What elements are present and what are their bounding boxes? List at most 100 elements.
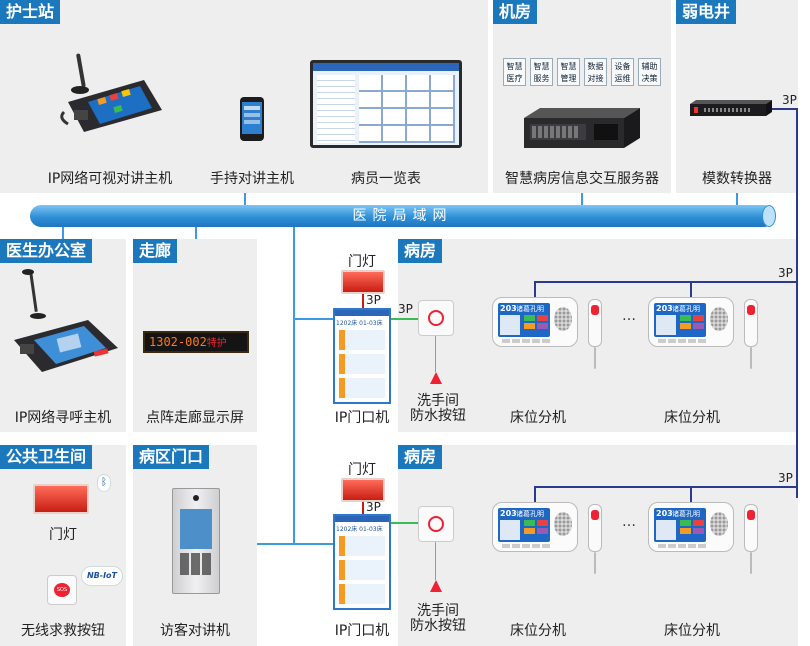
section-title-doctor-office: 医生办公室 (0, 239, 93, 263)
panel-machine-room (493, 0, 671, 193)
corridor-display-device: 1302-002特护 (143, 331, 249, 353)
link-converter (736, 193, 738, 205)
converter-device (690, 100, 772, 116)
patient-board-device (310, 60, 462, 148)
link-door-unit-2 (293, 543, 333, 545)
server-module-chip: 数据 对接 (584, 58, 607, 86)
wire-3p-button-1: 3P (398, 302, 413, 316)
door-light-label-2: 门灯 (348, 462, 376, 478)
bed-terminal-label-2b: 床位分机 (664, 623, 720, 639)
analog-drop-bed-2b (690, 486, 692, 502)
lan-label: 医院局域网 (352, 208, 453, 224)
converter-label: 模数转换器 (702, 171, 772, 187)
sos-button: SOS (54, 583, 70, 597)
link-nurse-station (244, 193, 246, 205)
ip-call-host-device (14, 269, 118, 372)
section-title-public-toilet: 公共卫生间 (0, 445, 93, 469)
bed-number: 203 (500, 304, 517, 313)
ip-door-label-1: IP门口机 (334, 410, 390, 426)
server-module-chip: 智慧 管理 (557, 58, 580, 86)
link-ward-gate (257, 543, 293, 545)
door-light-wire-2 (362, 502, 364, 514)
wireless-sos-device: SOS (47, 575, 77, 605)
link-main-trunk (293, 227, 295, 543)
bed-number: 203 (656, 304, 673, 313)
wire-3p-door-light-2: 3P (366, 500, 381, 514)
public-door-light-label: 门灯 (49, 527, 77, 543)
pull-cord-handle-1 (430, 372, 442, 384)
pull-cord-2 (435, 542, 436, 580)
analog-link-ward-2 (534, 486, 797, 488)
wire-3p-ward-1: 3P (778, 266, 793, 280)
section-title-nurse-station: 护士站 (0, 0, 61, 24)
bed-terminal-label-1a: 床位分机 (510, 410, 566, 426)
ip-video-host-label: IP网络可视对讲主机 (47, 171, 173, 187)
analog-drop-bed-1a (534, 281, 536, 297)
corridor-display-text: 1302-002 (149, 335, 207, 349)
server-module-chip: 辅助 决策 (638, 58, 661, 86)
door-light-device-2 (341, 478, 385, 502)
ip-door-device-2: 1202床 01-03床 (333, 514, 391, 610)
corridor-display-label: 点阵走廊显示屏 (146, 410, 244, 426)
bed-patient-name: 诸葛孔明 (516, 510, 544, 518)
waterproof-button-device-2 (418, 506, 454, 542)
ip-door-device-1: 1202床 01-03床 (333, 308, 391, 404)
visitor-intercom-label: 访客对讲机 (160, 623, 230, 639)
bed-number: 203 (656, 509, 673, 518)
panel-weak-well (676, 0, 798, 193)
door-light-wire-1 (362, 294, 364, 308)
server-module-chip: 智慧 医疗 (503, 58, 526, 86)
corridor-display-tail: 特护 (206, 338, 227, 349)
handheld-host-device (240, 97, 264, 141)
analog-trunk (796, 108, 798, 498)
wireless-sos-label: 无线求救按钮 (21, 623, 105, 639)
bed-patient-name: 诸葛孔明 (516, 305, 544, 313)
analog-drop-bed-1b (690, 281, 692, 297)
waterproof-button-label-1: 洗手间 防水按钮 (410, 393, 466, 424)
handheld-host-label: 手持对讲主机 (210, 171, 294, 187)
section-title-weak-well: 弱电井 (676, 0, 737, 24)
server-device (524, 108, 640, 148)
bluetooth-icon: ᛒ (97, 474, 111, 492)
link-door-unit-1 (293, 318, 333, 320)
link-server (581, 193, 583, 205)
link-corridor (195, 227, 197, 239)
link-doctor-office (62, 227, 64, 239)
nb-iot-badge: NB-IoT (81, 566, 123, 586)
wire-3p-converter: 3P (782, 93, 797, 107)
ellipsis-ward-1: … (622, 308, 636, 324)
ip-door-screen-title-2: 1202床 01-03床 (336, 526, 383, 533)
lan-bus-end (762, 205, 776, 227)
waterproof-button-label-2: 洗手间 防水按钮 (410, 603, 466, 634)
door-light-label-1: 门灯 (348, 254, 376, 270)
bed-patient-name: 诸葛孔明 (672, 510, 700, 518)
pull-cord-handle-2 (430, 580, 442, 592)
section-title-ward-2: 病房 (398, 445, 443, 469)
section-title-ward-1: 病房 (398, 239, 443, 263)
analog-link-ward-1 (534, 281, 797, 283)
visitor-intercom-device (172, 488, 220, 594)
ip-door-screen-title-1: 1202床 01-03床 (336, 320, 383, 327)
button-wire-1 (391, 318, 419, 320)
bed-number: 203 (500, 509, 517, 518)
button-wire-2 (391, 522, 419, 524)
section-title-ward-gate: 病区门口 (133, 445, 210, 469)
ip-video-host-device (60, 53, 162, 132)
public-door-light-device (33, 484, 89, 514)
analog-link-converter (770, 108, 797, 110)
server-label: 智慧病房信息交互服务器 (505, 171, 659, 187)
server-module-chip: 设备 运维 (611, 58, 634, 86)
lan-bus: 医院局域网 (30, 205, 775, 227)
analog-drop-bed-2a (534, 486, 536, 502)
server-module-chip: 智慧 服务 (530, 58, 553, 86)
waterproof-button-device-1 (418, 300, 454, 336)
